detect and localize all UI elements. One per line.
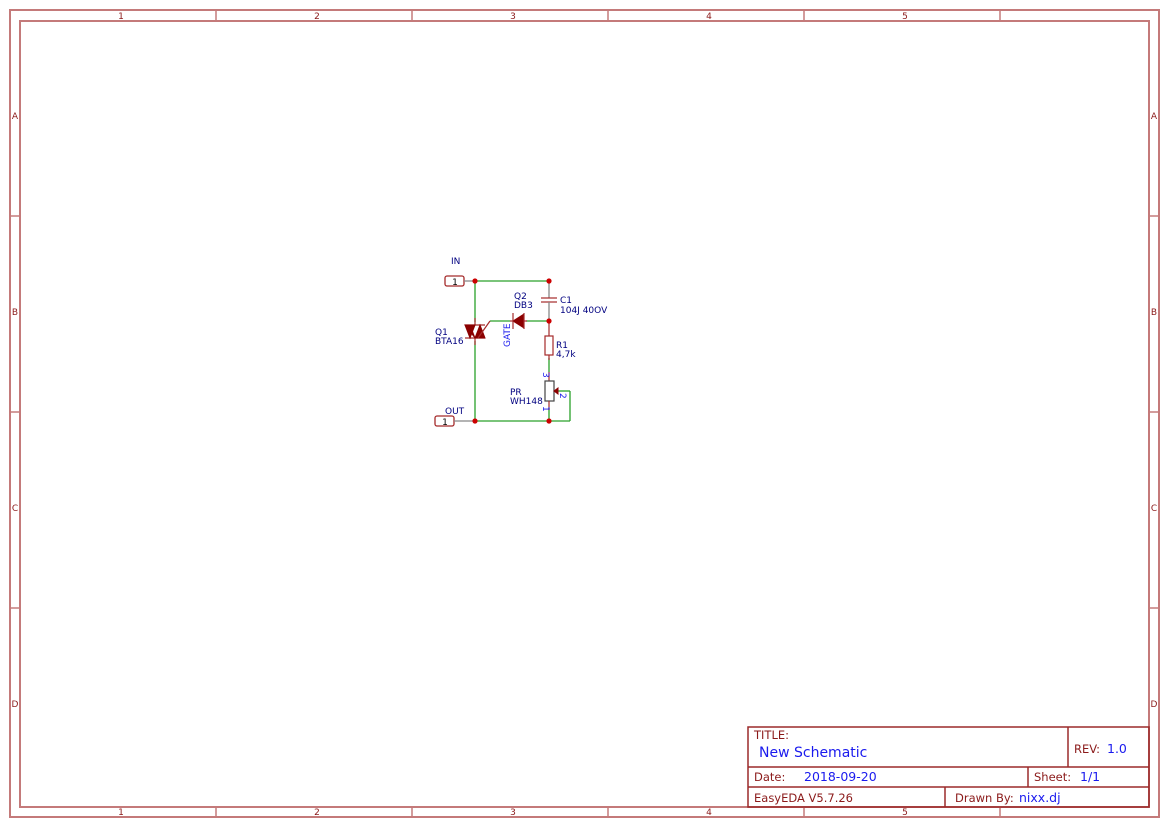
row-labels-right: A B C D: [1151, 112, 1158, 710]
column-labels-bottom: 1 2 3 4 5: [118, 808, 908, 818]
column-label: 5: [902, 808, 908, 818]
component-value: 4,7k: [556, 350, 576, 360]
pin-number: 2: [557, 393, 567, 399]
triac-q1[interactable]: Q1 BTA16: [435, 318, 491, 347]
net-port-pin: 1: [442, 418, 448, 428]
row-label: B: [12, 308, 18, 318]
column-label: 1: [118, 808, 124, 818]
component-ref: PR: [510, 388, 522, 398]
software-version: EasyEDA V5.7.26: [754, 791, 853, 805]
resistor-r1[interactable]: R1 4,7k: [544, 321, 576, 360]
column-label: 3: [510, 12, 516, 22]
junction-dot: [472, 418, 478, 424]
net-port-pin: 1: [452, 278, 458, 288]
row-label: D: [12, 700, 19, 710]
drawn-by-label: Drawn By:: [955, 791, 1014, 805]
junction-dot: [546, 418, 552, 424]
junction-dot: [546, 318, 552, 324]
row-label: C: [12, 504, 18, 514]
gate-pin-label: GATE: [503, 323, 513, 347]
row-label: A: [1151, 112, 1158, 122]
row-label: C: [1151, 504, 1157, 514]
potentiometer-pr[interactable]: PR WH148 3 1 2: [510, 372, 567, 412]
row-labels-left: A B C D: [12, 112, 19, 710]
column-label: 3: [510, 808, 516, 818]
column-label: 4: [706, 808, 712, 818]
sheet-frame: [9, 9, 1160, 818]
column-label: 5: [902, 12, 908, 22]
rev-label: REV:: [1074, 742, 1100, 756]
date-value: 2018-09-20: [804, 769, 877, 784]
column-label: 2: [314, 808, 320, 818]
component-value: 104J 40OV: [560, 306, 608, 316]
component-ref: C1: [560, 296, 572, 306]
component-value: DB3: [514, 301, 533, 311]
junctions: [472, 278, 552, 424]
sheet-label: Sheet:: [1034, 770, 1071, 784]
row-label: B: [1151, 308, 1157, 318]
component-ref: Q1: [435, 328, 448, 338]
component-ref: Q2: [514, 292, 527, 302]
column-labels-top: 1 2 3 4 5: [118, 12, 908, 22]
component-value: BTA16: [435, 337, 464, 347]
component-value: WH148: [510, 397, 543, 407]
column-label: 2: [314, 12, 320, 22]
date-label: Date:: [754, 770, 785, 784]
junction-dot: [546, 278, 552, 284]
net-port-out[interactable]: OUT 1: [434, 407, 475, 428]
column-label: 1: [118, 12, 124, 22]
component-ref: R1: [556, 341, 568, 351]
title-block: TITLE: New Schematic REV: 1.0 Date: 2018…: [747, 726, 1150, 808]
wires: [474, 280, 571, 422]
row-dividers: [10, 215, 1159, 609]
title-value: New Schematic: [759, 745, 867, 761]
net-port-name: OUT: [445, 407, 465, 417]
title-label: TITLE:: [753, 728, 789, 742]
pin-number: 3: [540, 372, 550, 378]
rev-value: 1.0: [1107, 741, 1127, 756]
capacitor-c1[interactable]: C1 104J 40OV: [541, 281, 608, 321]
column-label: 4: [706, 12, 712, 22]
diac-q2[interactable]: Q2 DB3 GATE: [503, 292, 533, 347]
net-port-in[interactable]: IN 1: [444, 257, 475, 288]
net-port-name: IN: [451, 257, 460, 267]
column-dividers: [215, 10, 1001, 817]
circuit: IN 1 OUT 1 Q1 BTA16: [434, 257, 608, 428]
drawn-by-value: nixx.dj: [1019, 790, 1061, 805]
row-label: D: [1151, 700, 1158, 710]
row-label: A: [12, 112, 19, 122]
pin-number: 1: [540, 406, 550, 412]
sheet-value: 1/1: [1080, 769, 1100, 784]
junction-dot: [472, 278, 478, 284]
